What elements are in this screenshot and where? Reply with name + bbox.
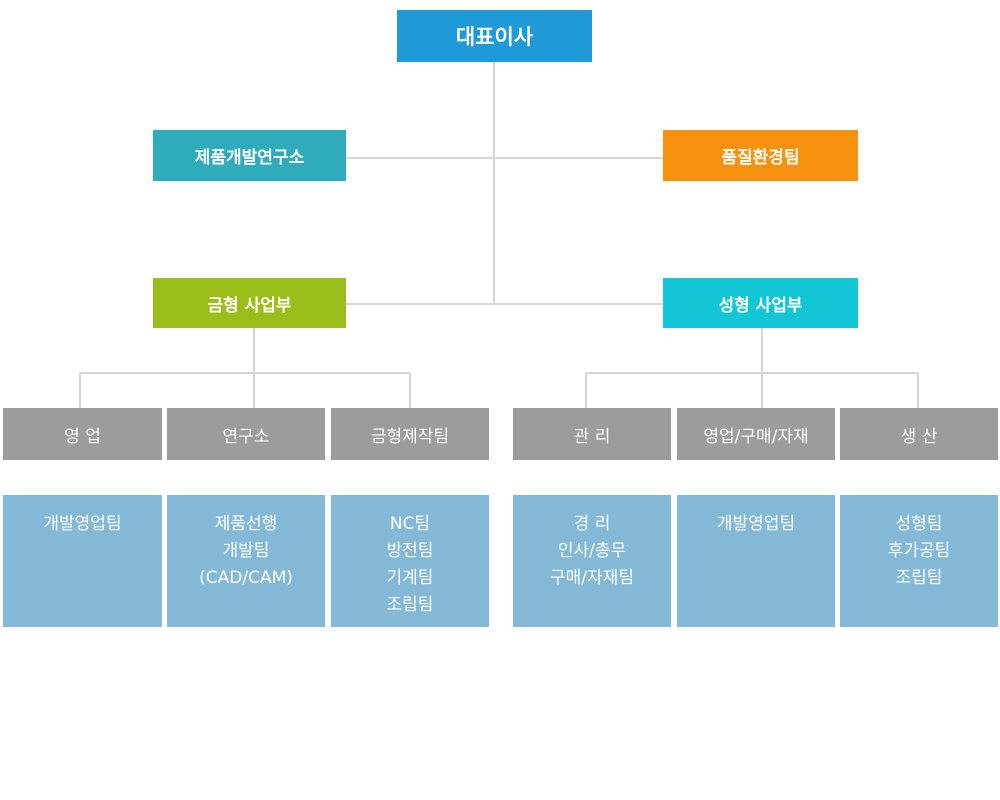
team-list-mold-making: NC팀 방전팀 기계팀 조립팀 (331, 495, 489, 627)
department-label: 영업/구매/자재 (703, 426, 809, 447)
team-item: 개발영업팀 (716, 514, 796, 534)
team-item: 개발팀 (222, 541, 270, 561)
department-box-sales: 영 업 (3, 408, 162, 460)
team-item: (CAD/CAM) (199, 568, 293, 588)
team-list-research: 제품선행 개발팀 (CAD/CAM) (167, 495, 325, 627)
team-item: 후가공팀 (887, 541, 951, 561)
research-lab-label: 제품개발연구소 (194, 148, 305, 168)
department-label: 관 리 (573, 426, 611, 447)
department-box-mold-making: 금형제작팀 (331, 408, 489, 460)
team-item: 개발영업팀 (43, 514, 122, 534)
team-item: 인사/총무 (557, 541, 627, 561)
team-item: 구매/자재팀 (550, 568, 634, 588)
mold-division-label: 금형 사업부 (207, 295, 292, 316)
team-item: NC팀 (389, 514, 431, 534)
department-label: 연구소 (222, 426, 270, 447)
team-list-sales: 개발영업팀 (3, 495, 162, 627)
team-list-sales-purchasing: 개발영업팀 (677, 495, 835, 627)
department-box-sales-purchasing: 영업/구매/자재 (677, 408, 835, 460)
team-list-management: 경 리 인사/총무 구매/자재팀 (513, 495, 671, 627)
team-item: 제품선행 (214, 514, 278, 534)
department-label: 금형제작팀 (370, 426, 450, 447)
mold-division-box: 금형 사업부 (153, 278, 346, 328)
molding-division-box: 성형 사업부 (663, 278, 858, 328)
team-item: 방전팀 (386, 541, 434, 561)
department-box-research: 연구소 (167, 408, 325, 460)
team-list-production: 성형팀 후가공팀 조립팀 (840, 495, 998, 627)
research-lab-box: 제품개발연구소 (153, 130, 346, 181)
team-item: 조립팀 (895, 568, 943, 588)
ceo-label: 대표이사 (455, 25, 534, 49)
department-box-management: 관 리 (513, 408, 671, 460)
molding-division-label: 성형 사업부 (718, 295, 803, 316)
quality-team-box: 품질환경팀 (663, 130, 858, 181)
team-item: 경 리 (573, 514, 611, 534)
team-item: 조립팀 (386, 595, 434, 615)
team-item: 성형팀 (895, 514, 943, 534)
quality-team-label: 품질환경팀 (721, 148, 800, 168)
team-item: 기계팀 (386, 568, 434, 588)
ceo-box: 대표이사 (397, 10, 592, 62)
department-label: 생 산 (900, 426, 938, 447)
department-label: 영 업 (64, 426, 101, 447)
department-box-production: 생 산 (840, 408, 998, 460)
